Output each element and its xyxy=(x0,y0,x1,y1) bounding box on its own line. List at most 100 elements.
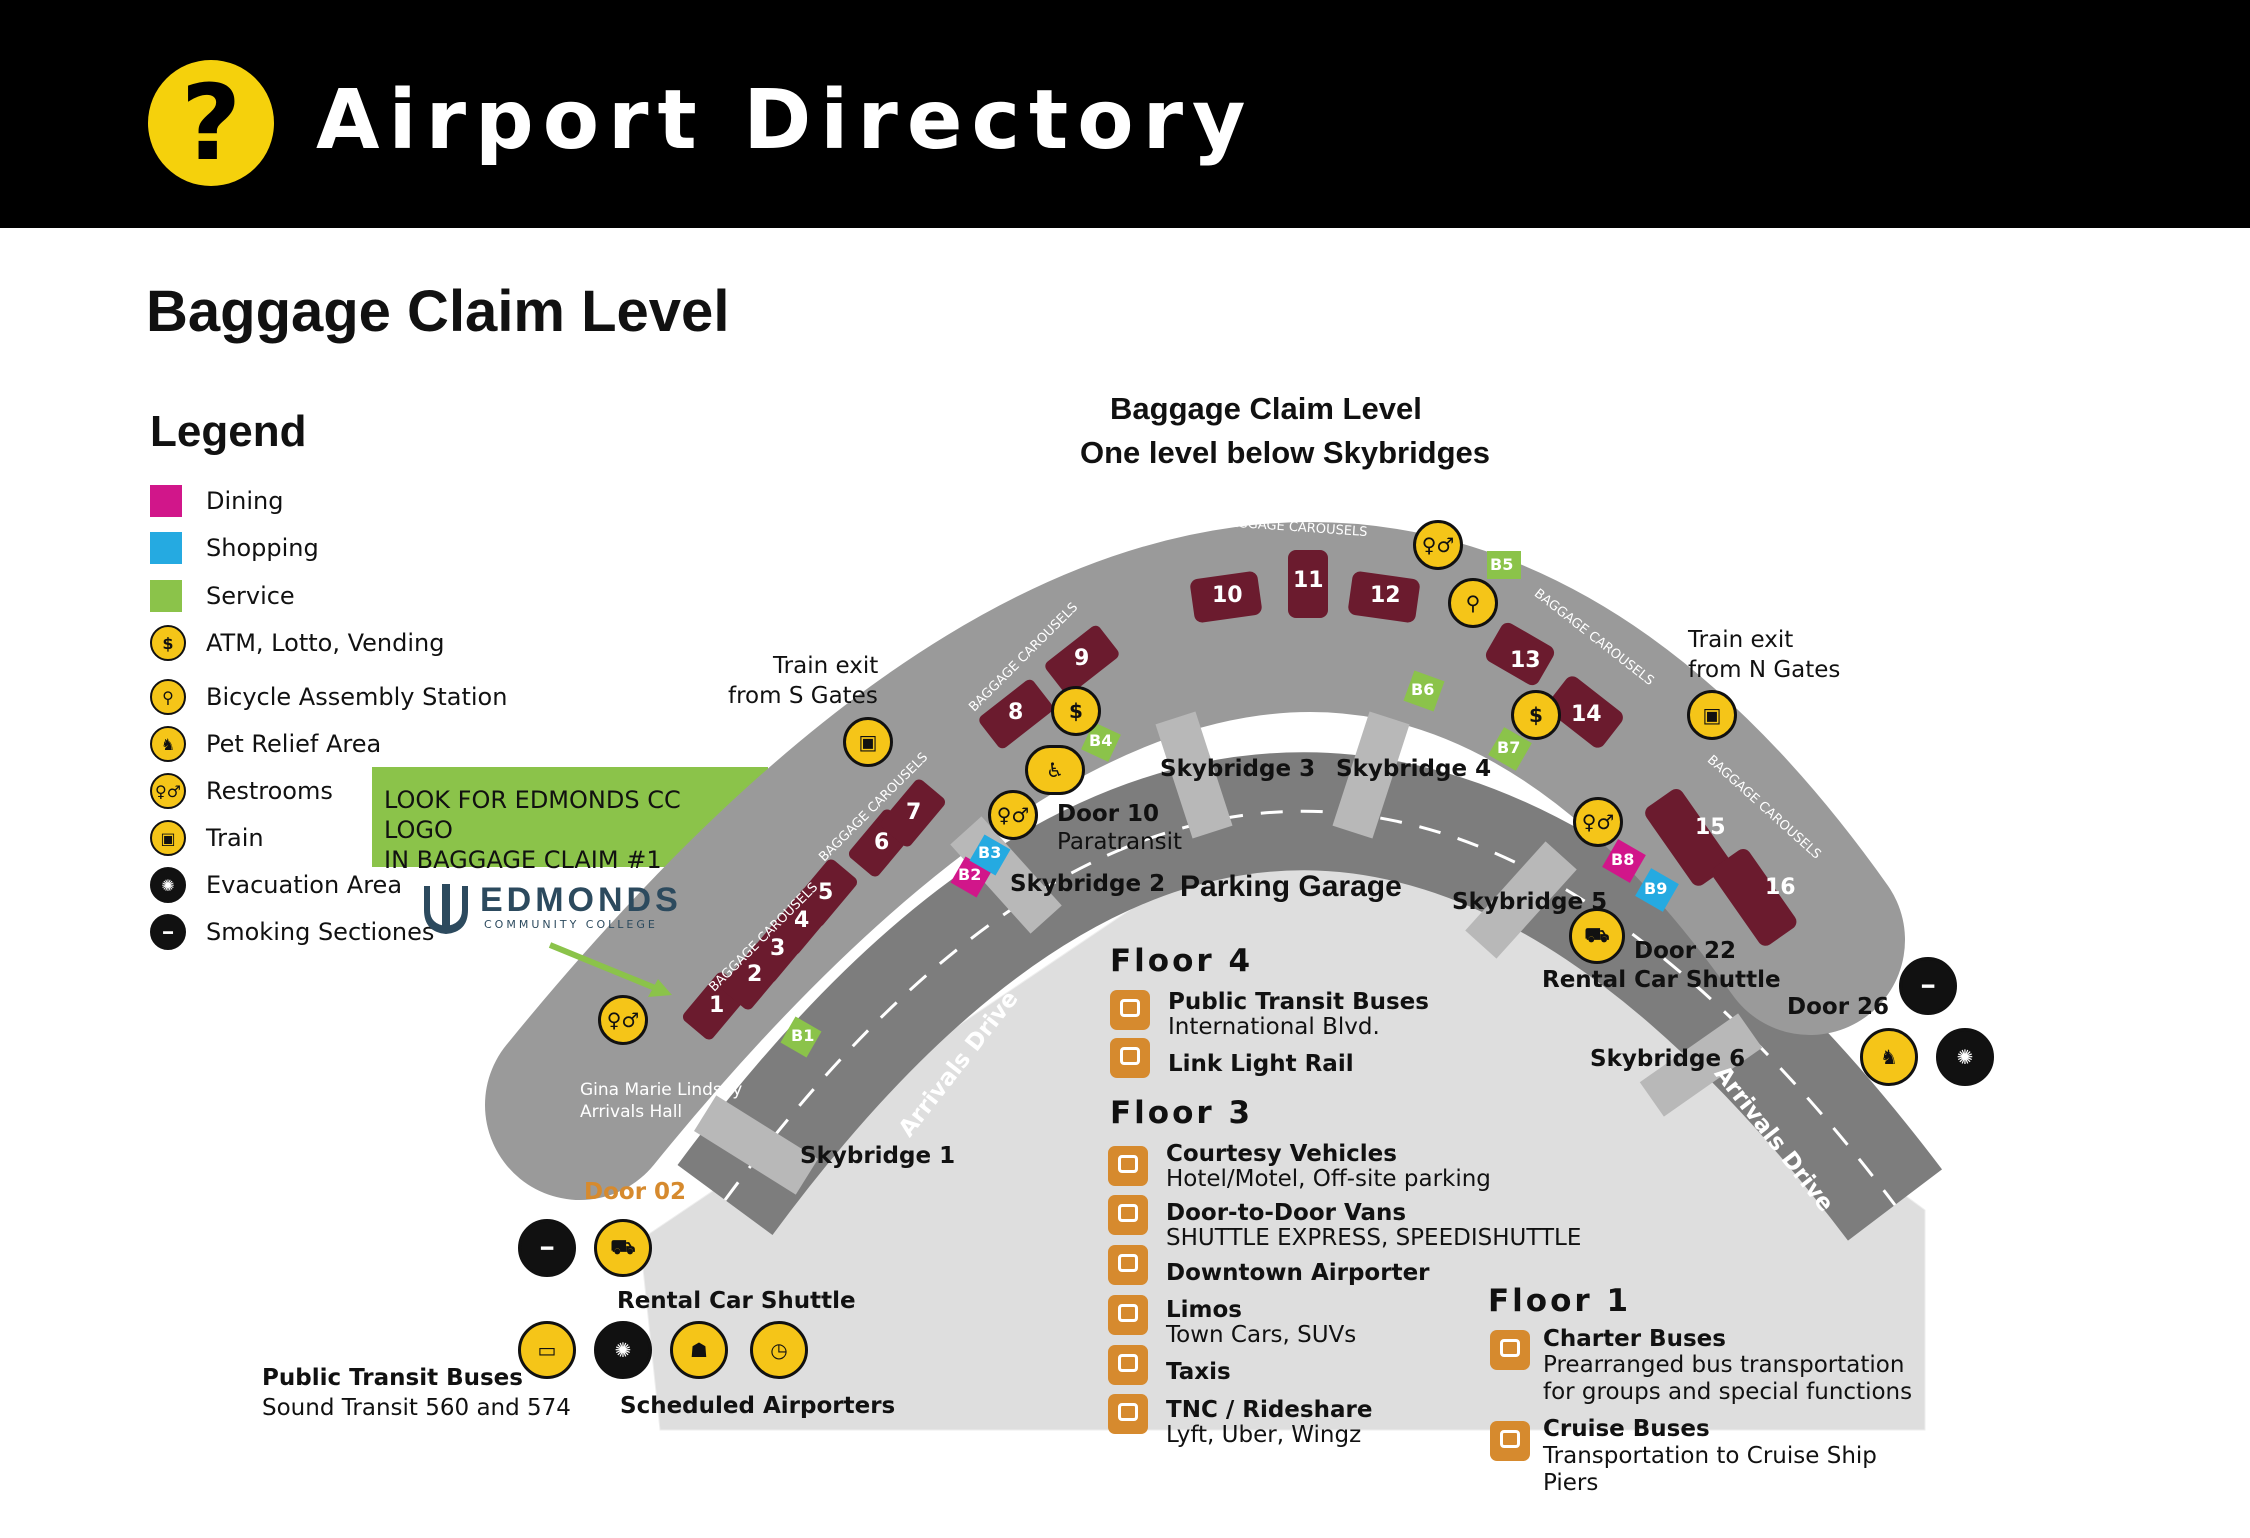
door-26-label: Door 26 xyxy=(1787,994,1890,1020)
edmonds-name: EDMONDS xyxy=(480,881,682,919)
scheduled-bus-icon: ◷ xyxy=(750,1321,808,1379)
smoking-icon: ━ xyxy=(150,914,186,950)
courtesy-vehicle-icon xyxy=(1108,1146,1148,1186)
pointer-arrow-icon xyxy=(548,942,672,997)
train-exit-north: from N Gates xyxy=(1688,657,1841,683)
limo-icon xyxy=(1108,1295,1148,1335)
marker-shapes xyxy=(780,551,1679,1058)
carousel-10: 10 xyxy=(1212,583,1243,608)
legend-item-smoking: ━ Smoking Sectiones xyxy=(150,912,434,952)
dining-swatch xyxy=(150,485,182,517)
rental-car-shuttle-west: Rental Car Shuttle xyxy=(617,1288,856,1314)
carousel-8: 8 xyxy=(1008,700,1024,725)
restroom-icon: ♀♂ xyxy=(150,773,186,809)
legend-label: Evacuation Area xyxy=(206,871,403,899)
legend-title: Legend xyxy=(150,407,307,456)
pet-icon: ♞ xyxy=(150,726,186,762)
skybridge-1-shape xyxy=(693,1095,819,1195)
taxi-icon xyxy=(1108,1345,1148,1385)
train-icon: ▣ xyxy=(843,717,893,767)
marker-b6: B6 xyxy=(1411,680,1435,699)
map-heading: Baggage Claim Level xyxy=(1110,391,1422,426)
skybridge-5-shape xyxy=(1465,841,1577,959)
skybridge-6-label: Skybridge 6 xyxy=(1590,1046,1746,1072)
train-exit-south: from S Gates xyxy=(728,683,878,709)
paratransit-icon: ♿ xyxy=(1025,745,1085,795)
smoking-icon: ━ xyxy=(1899,957,1957,1015)
floor-item-title: Courtesy Vehicles xyxy=(1166,1141,1397,1167)
carousel-6: 6 xyxy=(874,830,890,855)
help-icon: ? xyxy=(148,60,274,186)
legend-label: Pet Relief Area xyxy=(206,730,382,758)
legend-item-shopping: Shopping xyxy=(150,528,319,568)
callout-line: LOOK FOR EDMONDS CC LOGO xyxy=(384,786,681,844)
carousel-3: 3 xyxy=(770,936,786,961)
trident-icon xyxy=(424,884,468,934)
floor-item-title: Door-to-Door Vans xyxy=(1166,1200,1407,1226)
map-subheading: One level below Skybridges xyxy=(1080,435,1491,470)
atm-icon: $ xyxy=(1051,686,1101,736)
floor-item-sub: Hotel/Motel, Off-site parking xyxy=(1166,1166,1491,1192)
charter-bus-icon xyxy=(1490,1330,1530,1370)
skybridge-4-shape xyxy=(1332,711,1410,839)
marker-b9: B9 xyxy=(1644,879,1668,898)
legend-item-bicycle: ⚲ Bicycle Assembly Station xyxy=(150,677,507,717)
carousel-2: 2 xyxy=(747,962,763,987)
floor-item-sub: SHUTTLE EXPRESS, SPEEDISHUTTLE xyxy=(1166,1225,1582,1251)
legend-label: Bicycle Assembly Station xyxy=(206,683,508,711)
skybridge-4-label: Skybridge 4 xyxy=(1336,756,1492,782)
rental-car-icon: ⛟ xyxy=(1569,908,1625,964)
train-exit-south: Train exit xyxy=(773,653,879,679)
rental-car-shuttle-east: Rental Car Shuttle xyxy=(1542,967,1781,993)
marker-b8: B8 xyxy=(1611,850,1635,869)
train-exit-north: Train exit xyxy=(1688,627,1794,653)
atm-icon: $ xyxy=(1511,690,1561,740)
carousel-15: 15 xyxy=(1695,815,1726,840)
restroom-icon: ♀♂ xyxy=(988,790,1038,840)
legend-label: ATM, Lotto, Vending xyxy=(206,629,445,657)
skybridge-2-label: Skybridge 2 xyxy=(1010,871,1166,897)
service-swatch xyxy=(150,580,182,612)
arrivals-hall-label: Arrivals Hall xyxy=(580,1102,683,1122)
terminal-band xyxy=(485,522,1905,1200)
parking-garage-label: Parking Garage xyxy=(1180,870,1402,903)
carousel-12: 12 xyxy=(1370,583,1401,608)
floor-item-title: Charter Buses xyxy=(1543,1326,1726,1352)
legend-item-train: ▣ Train xyxy=(150,818,264,858)
carousel-14: 14 xyxy=(1571,702,1602,727)
floor-item-sub: for groups and special functions xyxy=(1543,1379,1913,1405)
restroom-icon: ♀♂ xyxy=(1413,520,1463,570)
floor-item-sub: International Blvd. xyxy=(1168,1014,1380,1040)
legend-item-dining: Dining xyxy=(150,481,283,521)
floor-item-title: Downtown Airporter xyxy=(1166,1260,1430,1286)
marker-b4: B4 xyxy=(1089,731,1113,750)
legend-item-atm: $ ATM, Lotto, Vending xyxy=(150,623,444,663)
legend-label: Shopping xyxy=(206,534,319,562)
evacuation-icon: ✺ xyxy=(150,867,186,903)
van-icon xyxy=(1108,1195,1148,1235)
door-02-label: Door 02 xyxy=(584,1179,687,1205)
edmonds-sub: COMMUNITY COLLEGE xyxy=(484,918,658,931)
edmonds-logo: EDMONDS COMMUNITY COLLEGE xyxy=(420,880,678,940)
floor-3-title: Floor 3 xyxy=(1110,1095,1254,1131)
legend-item-evacuation: ✺ Evacuation Area xyxy=(150,865,402,905)
carousel-4: 4 xyxy=(794,908,810,933)
shopping-swatch xyxy=(150,532,182,564)
skybridge-6-shape xyxy=(1639,1013,1763,1117)
floor-item-sub: Town Cars, SUVs xyxy=(1166,1322,1357,1348)
arrivals-hall-label: Gina Marie Lindsey xyxy=(580,1080,743,1100)
floor-item-sub: Piers xyxy=(1543,1470,1599,1496)
floor-item-title: Public Transit Buses xyxy=(1168,989,1429,1015)
floor-item-title: Taxis xyxy=(1166,1359,1231,1385)
scheduled-airporters-label: Scheduled Airporters xyxy=(620,1393,896,1419)
marker-b5: B5 xyxy=(1490,555,1514,574)
light-rail-icon xyxy=(1110,1038,1150,1078)
header-title: Airport Directory xyxy=(316,73,1255,168)
rideshare-icon xyxy=(1108,1394,1148,1434)
floor-item-sub: Transportation to Cruise Ship xyxy=(1543,1443,1877,1469)
legend-item-pet: ♞ Pet Relief Area xyxy=(150,724,381,764)
carousel-1: 1 xyxy=(709,993,725,1018)
cruise-bus-icon xyxy=(1490,1421,1530,1461)
floor-item-title: TNC / Rideshare xyxy=(1166,1397,1373,1423)
page-title: Baggage Claim Level xyxy=(146,279,730,344)
